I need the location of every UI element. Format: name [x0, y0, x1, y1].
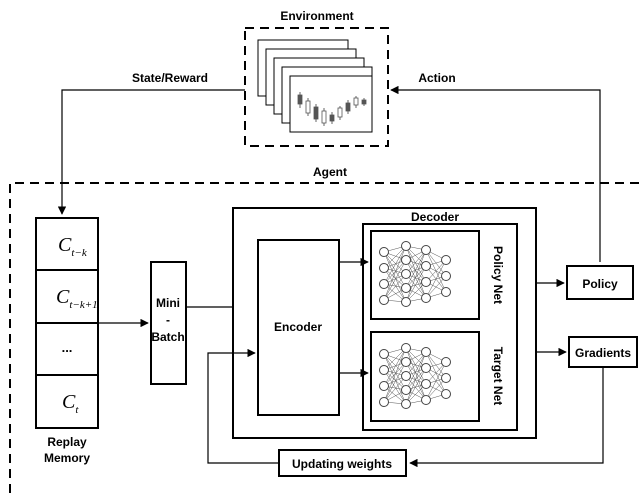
- mini-batch-line2: -: [166, 313, 170, 327]
- target-net-graph-icon: [379, 343, 451, 409]
- target-net-title: Target Net: [491, 347, 505, 405]
- replay-memory: Ct−k Ct−k+1 ... Ct: [35, 217, 99, 429]
- policy-label: Policy: [582, 277, 618, 291]
- encoder-box: [257, 239, 340, 416]
- action-label: Action: [418, 71, 455, 85]
- state-reward-arrow: [57, 89, 245, 215]
- gradients-to-update-arrow: [409, 367, 604, 468]
- target-net-box: [370, 331, 480, 422]
- environment-boundary: [244, 27, 389, 147]
- memory-cell-2: Ct−k+1: [56, 286, 98, 311]
- action-arrow: [390, 85, 601, 262]
- gradients-label: Gradients: [575, 346, 631, 360]
- updating-weights-box: [278, 449, 407, 477]
- encoder-title: Encoder: [274, 320, 322, 334]
- updating-weights-label: Updating weights: [292, 457, 392, 471]
- mini-batch-line1: Mini: [156, 296, 180, 310]
- mini-batch-line3: Batch: [151, 330, 184, 344]
- gradients-box: [568, 336, 638, 368]
- environment-title: Environment: [280, 9, 353, 23]
- policy-box: [566, 265, 634, 300]
- replay-memory-label-line1: Replay: [47, 435, 87, 449]
- decoder-title: Decoder: [411, 210, 459, 224]
- candlestick-chart-stack-icon: [257, 39, 373, 133]
- policy-net-graph-icon: [379, 241, 451, 307]
- update-to-encoder-arrow: [207, 348, 279, 464]
- mini-batch-box: [150, 261, 187, 385]
- agent-title: Agent: [313, 165, 347, 179]
- policy-net-box: [370, 230, 480, 320]
- replay-memory-label-line2: Memory: [44, 451, 90, 465]
- memory-cell-4: Ct: [62, 391, 79, 416]
- policy-net-title: Policy Net: [491, 246, 505, 304]
- memory-cell-1: Ct−k: [58, 234, 88, 259]
- memory-cell-ellipsis: ...: [62, 340, 73, 355]
- state-reward-label: State/Reward: [132, 71, 208, 85]
